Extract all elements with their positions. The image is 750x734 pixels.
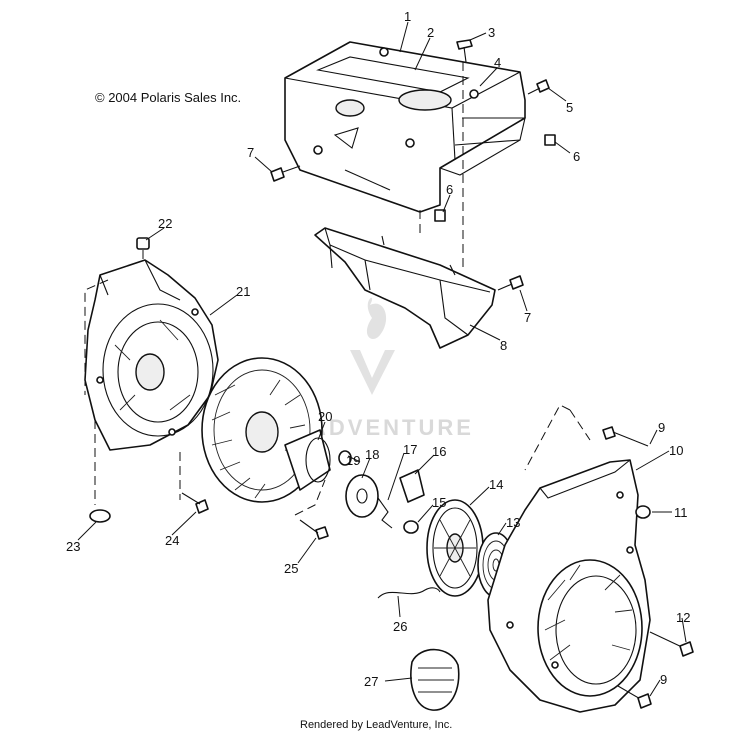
callout-11: 11	[674, 505, 688, 520]
callout-27: 27	[364, 674, 378, 689]
callout-9-upper: 9	[658, 420, 665, 435]
callout-1: 1	[404, 9, 411, 24]
callout-7-upper: 7	[247, 145, 254, 160]
watermark: ADVENTURE	[310, 297, 474, 440]
callout-19: 19	[346, 453, 360, 468]
bolt-9-lower	[617, 685, 652, 709]
callout-15: 15	[432, 495, 446, 510]
assembly-lines	[84, 62, 591, 516]
spacer-22	[136, 237, 150, 250]
callout-23: 23	[66, 539, 80, 554]
clip-6-lower	[434, 209, 446, 222]
leader-lines	[77, 21, 687, 697]
callout-3: 3	[488, 25, 495, 40]
callout-8: 8	[500, 338, 507, 353]
callout-21: 21	[236, 284, 250, 299]
callout-20: 20	[318, 409, 332, 424]
callout-9-lower: 9	[660, 672, 667, 687]
watermark-text: ADVENTURE	[310, 415, 474, 440]
handle-27	[410, 648, 460, 711]
bolt-9-upper	[602, 426, 649, 447]
credit-text: Rendered by LeadVenture, Inc.	[300, 719, 452, 731]
callout-25: 25	[284, 561, 298, 576]
clip-6-upper	[544, 134, 556, 146]
air-duct	[314, 227, 496, 349]
recoil-housing	[487, 459, 651, 713]
rope-26	[377, 587, 441, 599]
callout-12: 12	[676, 610, 690, 625]
callout-labels: 1 2 3 4 5 6 6 7 7 8 9 9 10 11 12 13 14 1…	[66, 9, 690, 689]
screw-3	[456, 39, 473, 63]
callout-17: 17	[403, 442, 417, 457]
pawl-16	[399, 469, 425, 503]
spring-17	[377, 497, 393, 529]
nut-11	[635, 505, 651, 519]
bolt-7-lower	[497, 275, 524, 291]
callout-13: 13	[506, 515, 520, 530]
engine-shroud	[284, 41, 526, 213]
callout-6-upper: 6	[573, 149, 580, 164]
bolt-5	[527, 79, 550, 95]
bolt-25	[299, 519, 329, 540]
fan-housing	[84, 259, 219, 451]
starter-reel-14	[426, 499, 484, 597]
callout-16: 16	[432, 444, 446, 459]
bolt-24	[181, 492, 209, 514]
bolt-7-upper	[270, 165, 301, 182]
callout-4: 4	[494, 55, 501, 70]
washer-18	[345, 474, 379, 518]
callout-7-lower: 7	[524, 310, 531, 325]
callout-14: 14	[489, 477, 503, 492]
callout-24: 24	[165, 533, 179, 548]
cooling-fan	[201, 357, 331, 503]
bolt-12	[649, 631, 694, 657]
copyright-text: © 2004 Polaris Sales Inc.	[95, 90, 241, 105]
callout-18: 18	[365, 447, 379, 462]
callout-22: 22	[158, 216, 172, 231]
callout-5: 5	[566, 100, 573, 115]
callout-6-lower: 6	[446, 182, 453, 197]
spring-15	[403, 520, 419, 534]
callout-26: 26	[393, 619, 407, 634]
callout-10: 10	[669, 443, 683, 458]
o-ring-23	[89, 509, 111, 523]
callout-2: 2	[427, 25, 434, 40]
